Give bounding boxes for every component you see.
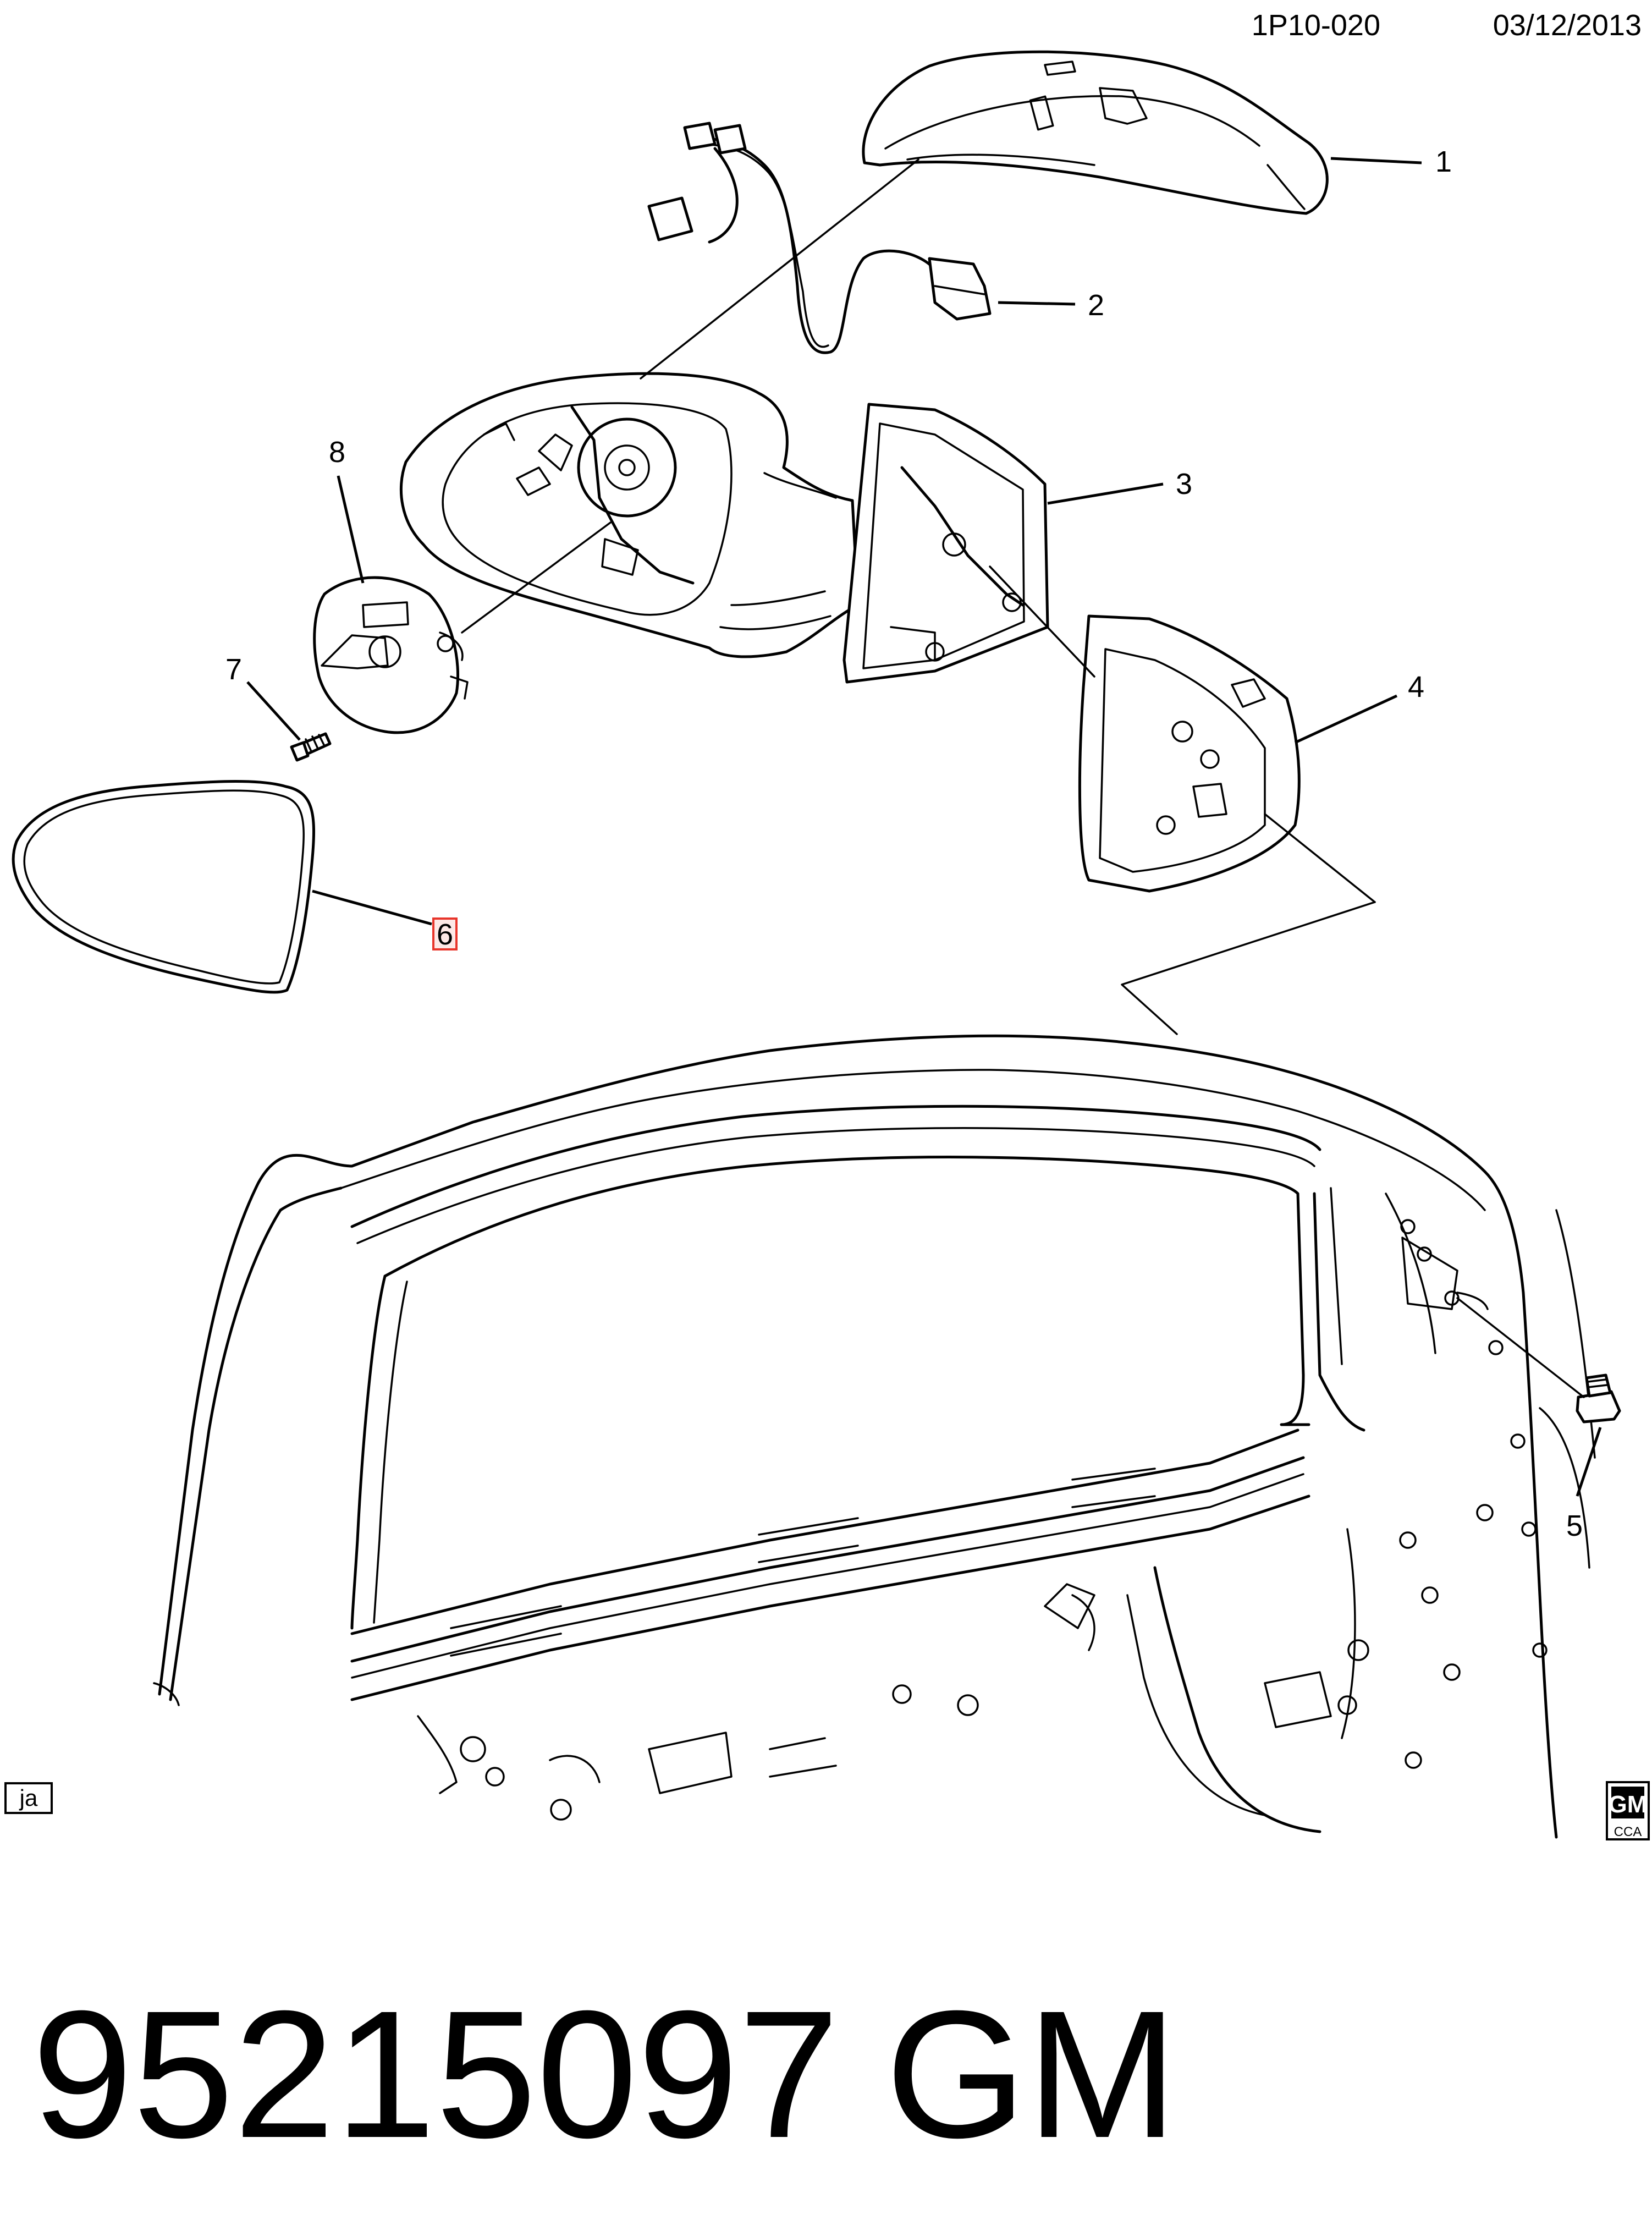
part-number-block: 95215097 GM [32,1972,1178,2175]
callout-6-highlight-box [432,917,458,950]
gm-logo-sub: CCA [1614,1825,1642,1839]
part-5-bolt [1576,1373,1621,1424]
callout-2: 2 [1088,289,1104,322]
callout-7: 7 [225,653,242,686]
door-frame [153,1034,1596,1839]
ja-tag: ja [4,1782,53,1814]
part-brand: GM [885,1972,1178,2175]
callout-4: 4 [1408,671,1424,704]
callouts: 1 2 3 4 5 6 7 8 [225,145,1583,1542]
callout-1: 1 [1435,145,1452,178]
part-number: 95215097 [32,1972,839,2175]
part-1-mirror-cover [862,50,1329,215]
part-3-glass-frame [842,403,1049,684]
gm-logo: GM CCA [1606,1781,1650,1840]
gm-logo-text: GM [1609,1791,1648,1818]
diagram-date: 03/12/2013 [1493,9,1642,42]
part-6-mirror-glass [12,780,316,994]
header: 1P10-020 03/12/2013 [1252,9,1642,42]
callout-3: 3 [1176,468,1192,501]
part-8-actuator [313,576,469,734]
ja-tag-label: ja [19,1785,38,1811]
mirror-housing [399,372,860,658]
leader-lines [246,157,1602,1497]
part-4-backing-plate [1078,614,1301,893]
part-7-screw [290,732,332,762]
callout-5: 5 [1566,1509,1583,1542]
callout-6: 6 [437,918,453,951]
diagram-code: 1P10-020 [1252,9,1380,42]
part-2-wiring-harness [647,122,992,354]
callout-8: 8 [329,436,345,469]
